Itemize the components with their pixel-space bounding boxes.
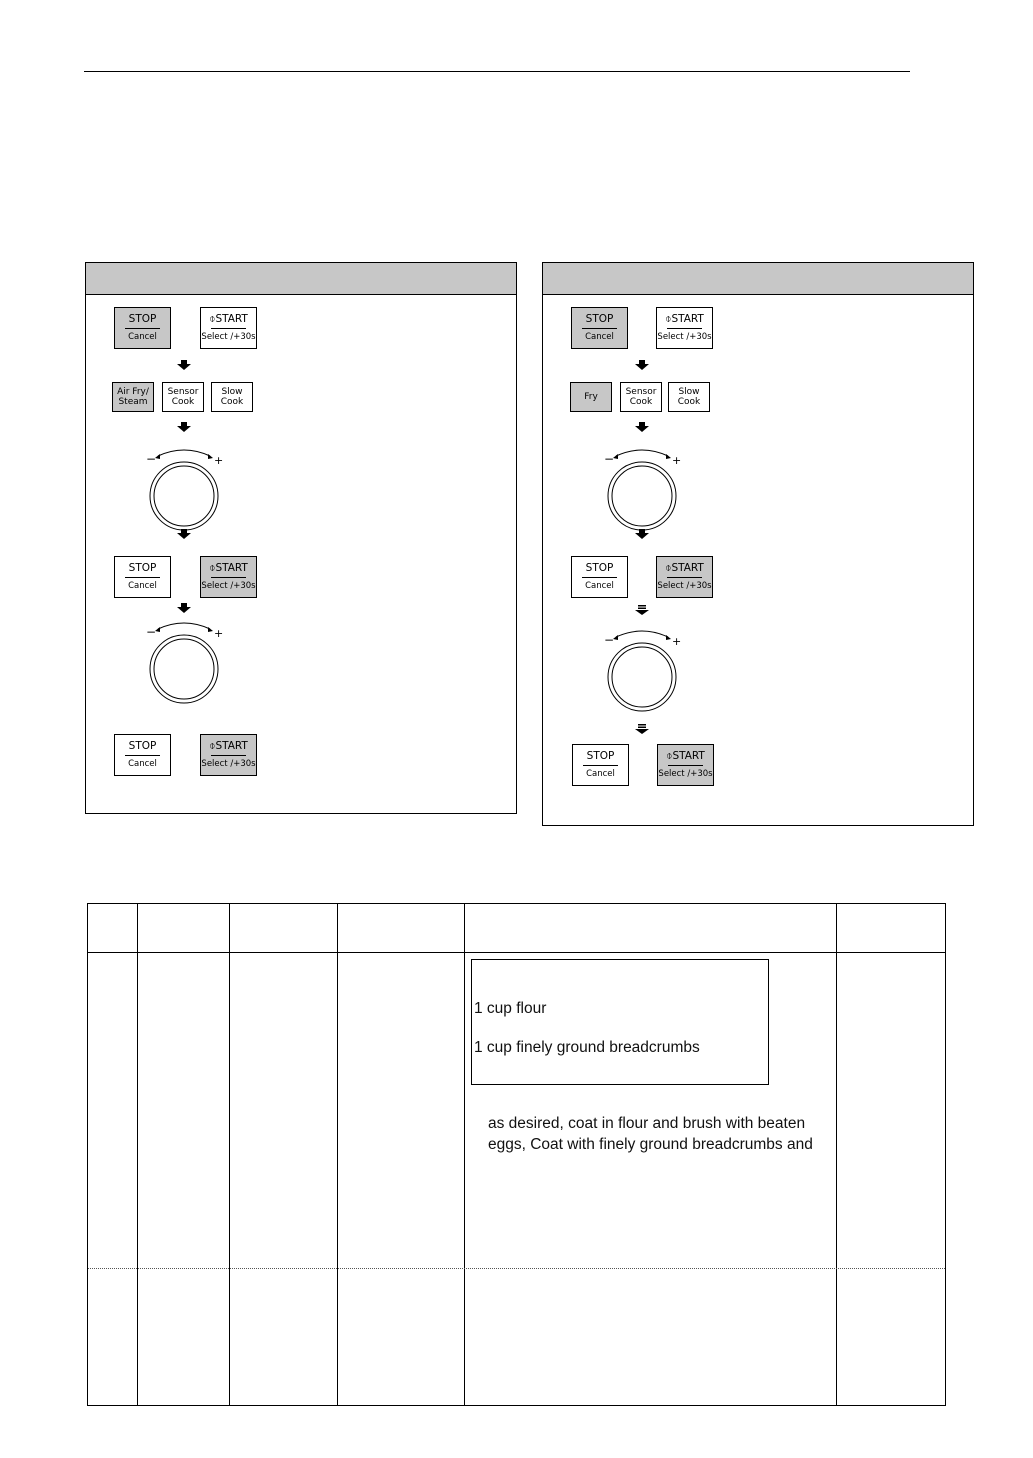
table-row-divider [88,1268,945,1269]
down-arrow-icon [177,603,191,613]
stop-cancel-button[interactable]: STOP Cancel [114,734,171,776]
control-dial-icon[interactable]: − + [602,447,682,532]
svg-text:−: − [146,625,156,639]
start-button[interactable]: ⌽START Select /+30s [200,556,257,598]
svg-text:−: − [604,633,614,647]
start-power-icon: ⌽ [209,562,216,574]
start-power-icon: ⌽ [209,740,216,752]
svg-text:+: + [214,627,223,640]
down-arrow-icon [635,360,649,370]
directions-line: eggs, Coat with finely ground breadcrumb… [488,1136,813,1153]
start-power-icon: ⌽ [665,313,672,325]
down-arrow-icon [177,360,191,370]
fry-button[interactable]: Fry [570,382,612,412]
svg-text:+: + [672,635,681,648]
down-arrow-icon [635,529,649,539]
stop-cancel-button[interactable]: STOP Cancel [114,307,171,349]
ingredient-item: 1 cup finely ground breadcrumbs [474,1039,700,1056]
right-panel-header [543,263,973,295]
start-power-icon: ⌽ [665,562,672,574]
control-dial-icon[interactable]: − + [144,447,224,532]
start-button[interactable]: ⌽START Select /+30s [657,744,714,786]
svg-text:+: + [214,454,223,467]
down-arrow-icon [177,529,191,539]
top-rule [84,71,910,72]
svg-text:−: − [604,452,614,466]
stop-cancel-button[interactable]: STOP Cancel [571,556,628,598]
stop-cancel-button[interactable]: STOP Cancel [571,307,628,349]
svg-text:−: − [146,452,156,466]
directions-line: as desired, coat in flour and brush with… [488,1115,806,1132]
double-down-arrow-icon [635,605,649,615]
ingredient-item: 1 cup flour [474,1000,547,1017]
stop-cancel-button[interactable]: STOP Cancel [572,744,629,786]
left-instruction-panel: STOP Cancel ⌽START Select /+30s Air Fry/… [85,262,517,814]
start-power-icon: ⌽ [209,313,216,325]
down-arrow-icon [177,422,191,432]
right-instruction-panel: STOP Cancel ⌽START Select /+30s Fry Sens… [542,262,974,826]
ingredients-box: 1 cup flour 1 cup finely ground breadcru… [471,959,769,1085]
svg-text:+: + [672,454,681,467]
down-arrow-icon [635,422,649,432]
control-dial-icon[interactable]: − + [144,620,224,705]
table-header-divider [88,952,945,953]
control-dial-icon[interactable]: − + [602,628,682,713]
double-down-arrow-icon [635,724,649,734]
start-power-icon: ⌽ [666,750,673,762]
start-button[interactable]: ⌽START Select /+30s [200,734,257,776]
air-fry-steam-button[interactable]: Air Fry/Steam [112,382,154,412]
recipe-table: 1 cup flour 1 cup finely ground breadcru… [87,903,946,1406]
left-panel-header [86,263,516,295]
start-button[interactable]: ⌽START Select /+30s [656,307,713,349]
stop-cancel-button[interactable]: STOP Cancel [114,556,171,598]
start-button[interactable]: ⌽START Select /+30s [656,556,713,598]
start-button[interactable]: ⌽START Select /+30s [200,307,257,349]
